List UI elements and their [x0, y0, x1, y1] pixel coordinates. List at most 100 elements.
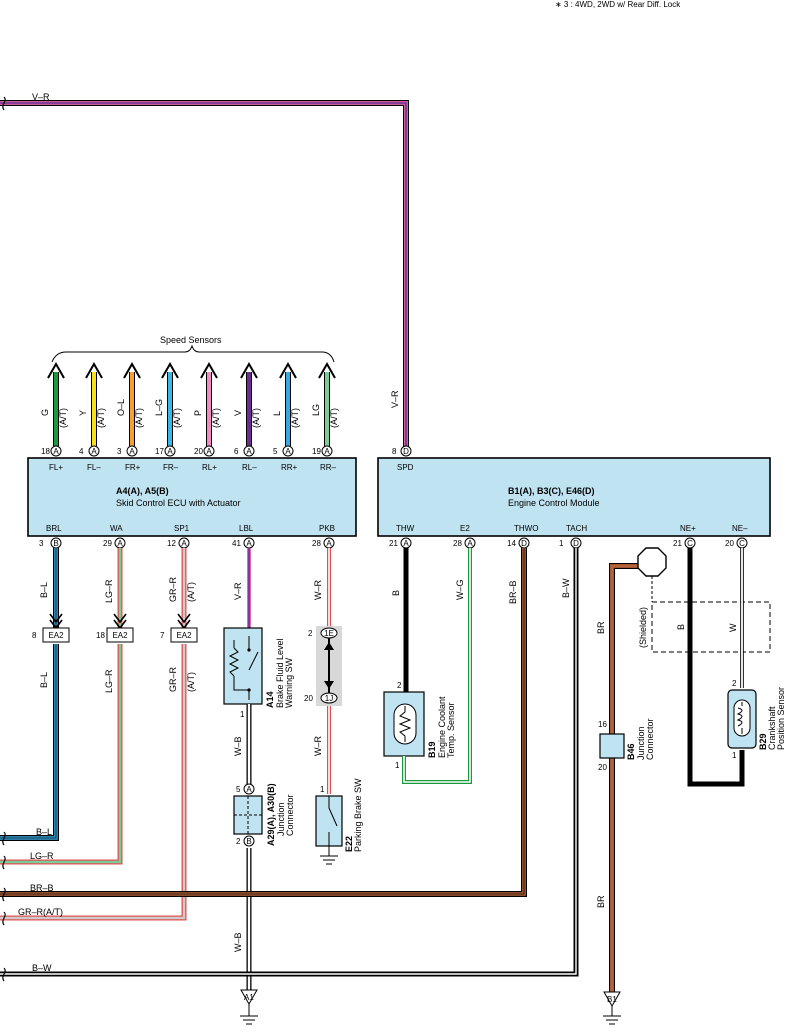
a14-contact-dot-2	[247, 688, 251, 692]
wire-lbl-label: V–R	[233, 582, 243, 600]
sensor-pin-circle	[243, 445, 255, 457]
sensor-pin-conn: A	[53, 447, 59, 456]
skid-bottom-pin-label: SP1	[174, 524, 190, 533]
ecm-bottom-pin-nem: NE–C20	[725, 524, 748, 549]
sensor-pin-conn: A	[129, 447, 135, 456]
sensor-pin-circle	[50, 445, 62, 457]
b19-line1: Engine Coolant	[437, 696, 447, 758]
a29-inner	[234, 796, 262, 834]
wire-lgr-color	[0, 548, 122, 864]
sensor-arrow	[85, 361, 103, 379]
sensor-pin-label: FL+	[49, 463, 63, 472]
ea2-box	[106, 627, 134, 643]
sensor-pin-circle	[88, 445, 100, 457]
sensor-arrow	[318, 361, 336, 379]
sensor-pin-conn: A	[285, 447, 291, 456]
b19-thermistor	[393, 703, 417, 745]
a14-contact-dot	[247, 648, 251, 652]
skid-bottom-pin-label: LBL	[239, 524, 254, 533]
sensor-pin-num: 18	[41, 447, 50, 456]
sensor-wire-note: (A/T)	[290, 408, 300, 428]
b29-pin-bot: 1	[732, 751, 737, 760]
a14-pin1: 1	[240, 710, 245, 719]
wire-brb-label: BR–B	[508, 580, 518, 604]
wire-e2-color	[403, 548, 471, 783]
a29-code: A29(A), A30(B)	[266, 783, 276, 846]
ecm-spd-pin-num: 8	[392, 447, 397, 456]
sensor-pin-label: RL+	[202, 463, 217, 472]
sensor-wire-label: G	[40, 409, 50, 416]
a14-line2: Warning SW	[284, 657, 294, 708]
a29-top-pin	[243, 783, 255, 795]
skid-bottom-pin-conn: A	[117, 539, 123, 548]
sensor-pin-label: FR–	[163, 463, 179, 472]
ea2-connector: EA2 8	[32, 613, 70, 643]
b46-pin-top: 16	[598, 720, 607, 729]
j1-top-label: 1E	[324, 629, 334, 638]
left-wire-lgr: LG–R	[30, 851, 54, 861]
wire-vr-top-pink	[0, 101, 408, 450]
sensor-pin-num: 6	[234, 447, 239, 456]
sensor-pin-label: FL–	[87, 463, 101, 472]
shield-ground-octagon	[637, 547, 667, 577]
wire-lgr-label-1: LG–R	[104, 579, 114, 603]
ea2-pin: 8	[32, 631, 37, 640]
ecm-spd-pin-label: SPD	[397, 463, 414, 472]
a14-inner-lines	[233, 640, 249, 691]
sensor-pin-conn: A	[91, 447, 97, 456]
j1-bot-num: 20	[304, 694, 313, 703]
wire-e2-label: W–G	[455, 579, 465, 600]
sensor-pin-conn: A	[206, 447, 212, 456]
j1-bot-label: 1J	[325, 694, 333, 703]
wire-vr-top-violet	[0, 102, 407, 450]
skid-bottom-pin-num: 12	[167, 539, 176, 548]
left-wire-bl: B–L	[36, 827, 52, 837]
ecm-bottom-pin-label: E2	[460, 524, 470, 533]
speed-sensor-wires: G(A/T)A18FL+Y(A/T)A4FL–O–L(A/T)A3FR+L–G(…	[40, 361, 339, 472]
sensor-wire-note: (A/T)	[96, 408, 106, 428]
ground-a1-label: A1	[244, 993, 254, 1002]
sensor-pin-circle	[164, 445, 176, 457]
ea2-label: EA2	[48, 631, 64, 640]
a29-top-num: 5	[236, 785, 241, 794]
b19-pin-top: 2	[397, 681, 402, 690]
left-break-symbols	[2, 831, 6, 982]
skid-bottom-pin-conn: A	[181, 539, 187, 548]
sensor-wire-note: (A/T)	[329, 408, 339, 428]
sensor-pin-label: RR+	[281, 463, 298, 472]
sensor-pin-label: FR+	[125, 463, 141, 472]
ground-a1-flag	[240, 989, 258, 1006]
wire-nep-b	[687, 548, 745, 787]
wire-brb-stripe	[0, 548, 525, 895]
skid-bottom-pin-label: PKB	[319, 524, 335, 533]
sensor-pin-conn: A	[324, 447, 330, 456]
b29-coil	[736, 702, 743, 734]
ecm-bottom-pin-num: 1	[559, 539, 564, 548]
sensor-pin-circle	[282, 445, 294, 457]
ecm-bottom-pin-conn: D	[573, 539, 579, 548]
a29-bottom-pin	[243, 835, 255, 847]
skid-bottom-pin-conn: A	[246, 539, 252, 548]
wire-wr-label-1: W–R	[313, 580, 323, 601]
a29-bottom-conn: B	[246, 837, 251, 846]
ecm-bottom-pin-conn: C	[739, 539, 745, 548]
sensor-pin-num: 3	[117, 447, 122, 456]
sensor-pin-conn: A	[246, 447, 252, 456]
a14-switch-contacts	[248, 636, 259, 700]
wire-nem-label: W	[728, 623, 738, 632]
sensor-arrow	[161, 361, 179, 379]
ecm-bottom-pin-num: 28	[453, 539, 462, 548]
wire-wr-label-2: W–R	[313, 736, 323, 757]
sensor-wire-label: O–L	[116, 399, 126, 416]
ground-b1-symbol	[603, 1006, 621, 1025]
